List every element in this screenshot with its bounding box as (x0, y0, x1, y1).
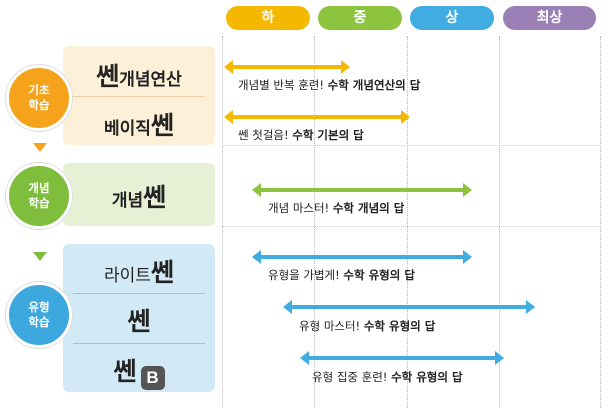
level-pill-high: 상 (410, 6, 494, 30)
stage-circle-basic: 기초 학습 (6, 65, 72, 131)
description-text: 유형 집중 훈련! (312, 370, 392, 384)
level-label: 중 (353, 10, 367, 26)
divider (73, 293, 205, 294)
down-arrow-icon (33, 252, 47, 261)
book-description: 유형 마스터! 수학 유형의 답 (299, 318, 435, 334)
book-brand: 쎈 (150, 258, 174, 287)
description-text: 개념 마스터! (268, 201, 333, 215)
b-logo-icon: B (140, 366, 165, 390)
level-range-arrow (252, 250, 472, 264)
description-text: 유형을 가볍게! (268, 268, 344, 282)
grid-line (222, 145, 600, 146)
divider (73, 96, 205, 97)
concept-books-box (63, 163, 215, 226)
type-books-box (63, 244, 215, 392)
description-emphasis: 수학 유형의 답 (391, 370, 463, 384)
book-title: 쎈개념연산 (63, 57, 215, 93)
level-range-arrow (252, 183, 472, 197)
stage-circle-concept: 개념 학습 (6, 163, 72, 229)
level-pill-top: 최상 (503, 6, 596, 30)
level-label: 최상 (536, 10, 563, 26)
grid-line (222, 226, 600, 227)
level-label: 하 (261, 10, 275, 26)
level-label: 상 (445, 10, 459, 26)
grid-line (222, 36, 223, 408)
description-emphasis: 수학 개념연산의 답 (327, 78, 421, 92)
book-brand: 쎈 (150, 111, 174, 140)
description-emphasis: 수학 기본의 답 (292, 128, 364, 142)
grid-line (600, 36, 601, 408)
book-name: 개념 (111, 191, 144, 211)
basic-books-box (63, 46, 215, 145)
book-description: 유형 집중 훈련! 수학 유형의 답 (312, 369, 463, 385)
divider (73, 343, 205, 344)
book-brand: 쎈 (143, 183, 167, 212)
grid-line (499, 36, 500, 408)
stage-label: 학습 (28, 98, 50, 112)
stage-label: 학습 (28, 196, 50, 210)
stage-label: 유형 (28, 300, 50, 314)
book-name: 베이직 (104, 119, 151, 139)
book-title: 라이트쎈 (63, 253, 215, 289)
book-description: 유형을 가볍게! 수학 유형의 답 (268, 267, 415, 283)
book-title: 베이직쎈 (63, 106, 215, 142)
stage-label: 개념 (28, 181, 50, 195)
stage-circle-type: 유형 학습 (6, 282, 72, 348)
description-emphasis: 수학 유형의 답 (343, 268, 415, 282)
book-description: 쎈 첫걸음! 수학 기본의 답 (238, 127, 364, 143)
book-brand: 쎈 (96, 62, 120, 91)
book-title: 쎈 (63, 302, 215, 338)
book-description: 개념별 반복 훈련! 수학 개념연산의 답 (238, 77, 420, 93)
book-name: 라이트 (104, 266, 151, 286)
down-arrow-icon (33, 143, 47, 152)
book-brand: 쎈 (113, 357, 137, 386)
description-text: 개념별 반복 훈련! (238, 78, 328, 92)
grid-line (407, 36, 408, 408)
level-range-arrow (300, 351, 504, 365)
description-text: 유형 마스터! (299, 319, 364, 333)
book-title: 개념쎈 (63, 178, 215, 214)
description-emphasis: 수학 개념의 답 (332, 201, 405, 215)
book-description: 개념 마스터! 수학 개념의 답 (268, 200, 404, 216)
level-range-arrow (224, 110, 410, 124)
stage-label: 기초 (28, 83, 50, 97)
level-range-arrow (283, 300, 535, 314)
level-pill-mid: 중 (318, 6, 402, 30)
grid-line (314, 36, 315, 408)
level-range-arrow (224, 60, 350, 74)
level-pill-low: 하 (226, 6, 310, 30)
book-brand: 쎈 (127, 307, 151, 336)
book-name: 개념연산 (119, 70, 182, 90)
stage-label: 학습 (28, 315, 50, 329)
description-emphasis: 수학 유형의 답 (363, 319, 436, 333)
description-text: 쎈 첫걸음! (238, 128, 293, 142)
